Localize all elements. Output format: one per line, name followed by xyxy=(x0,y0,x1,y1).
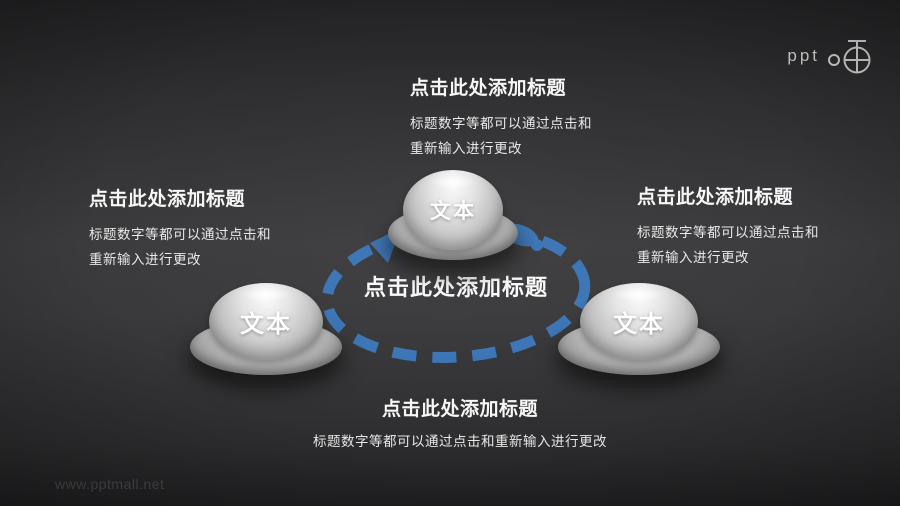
callout-right-line1: 标题数字等都可以通过点击和 xyxy=(637,225,819,240)
center-title-placeholder[interactable]: 点击此处添加标题 xyxy=(363,275,548,300)
callout-right-body[interactable]: 标题数字等都可以通过点击和 重新输入进行更改 xyxy=(637,220,897,270)
dome-node-left[interactable]: 文本 xyxy=(190,283,342,375)
callout-top-title[interactable]: 点击此处添加标题 xyxy=(410,78,567,99)
callout-left-body[interactable]: 标题数字等都可以通过点击和 重新输入进行更改 xyxy=(89,222,349,272)
dome-cap: 文本 xyxy=(403,170,503,250)
compass-icon xyxy=(828,40,871,74)
callout-top-line2: 重新输入进行更改 xyxy=(410,141,522,156)
dome-node-top[interactable]: 文本 xyxy=(388,170,518,260)
dome-node-right[interactable]: 文本 xyxy=(558,283,720,375)
callout-bottom-body[interactable]: 标题数字等都可以通过点击和重新输入进行更改 xyxy=(150,429,770,454)
callout-top-line1: 标题数字等都可以通过点击和 xyxy=(410,116,592,131)
callout-top-body[interactable]: 标题数字等都可以通过点击和 重新输入进行更改 xyxy=(410,111,670,161)
dome-label: 文本 xyxy=(240,311,292,338)
callout-right-line2: 重新输入进行更改 xyxy=(637,250,749,265)
callout-bottom-line1: 标题数字等都可以通过点击和重新输入进行更改 xyxy=(313,434,607,449)
callout-left-line1: 标题数字等都可以通过点击和 xyxy=(89,227,271,242)
callout-bottom: 点击此处添加标题 标题数字等都可以通过点击和重新输入进行更改 xyxy=(150,394,770,454)
brand-logo: ppt xyxy=(787,36,874,76)
dome-label: 文本 xyxy=(613,311,665,338)
watermark-url: www.pptmall.net xyxy=(55,476,165,492)
dome-cap: 文本 xyxy=(580,283,698,360)
brand-logo-text: ppt xyxy=(787,46,820,65)
callout-top: 点击此处添加标题 标题数字等都可以通过点击和 重新输入进行更改 xyxy=(410,73,670,161)
callout-bottom-title[interactable]: 点击此处添加标题 xyxy=(381,399,538,420)
callout-right: 点击此处添加标题 标题数字等都可以通过点击和 重新输入进行更改 xyxy=(637,182,897,270)
callout-right-title[interactable]: 点击此处添加标题 xyxy=(637,187,794,208)
callout-left: 点击此处添加标题 标题数字等都可以通过点击和 重新输入进行更改 xyxy=(89,184,349,272)
dome-label: 文本 xyxy=(430,200,476,223)
cycle-dashed-ellipse xyxy=(321,223,591,363)
dome-cap: 文本 xyxy=(209,283,323,360)
callout-left-title[interactable]: 点击此处添加标题 xyxy=(89,189,246,210)
callout-left-line2: 重新输入进行更改 xyxy=(89,252,201,267)
